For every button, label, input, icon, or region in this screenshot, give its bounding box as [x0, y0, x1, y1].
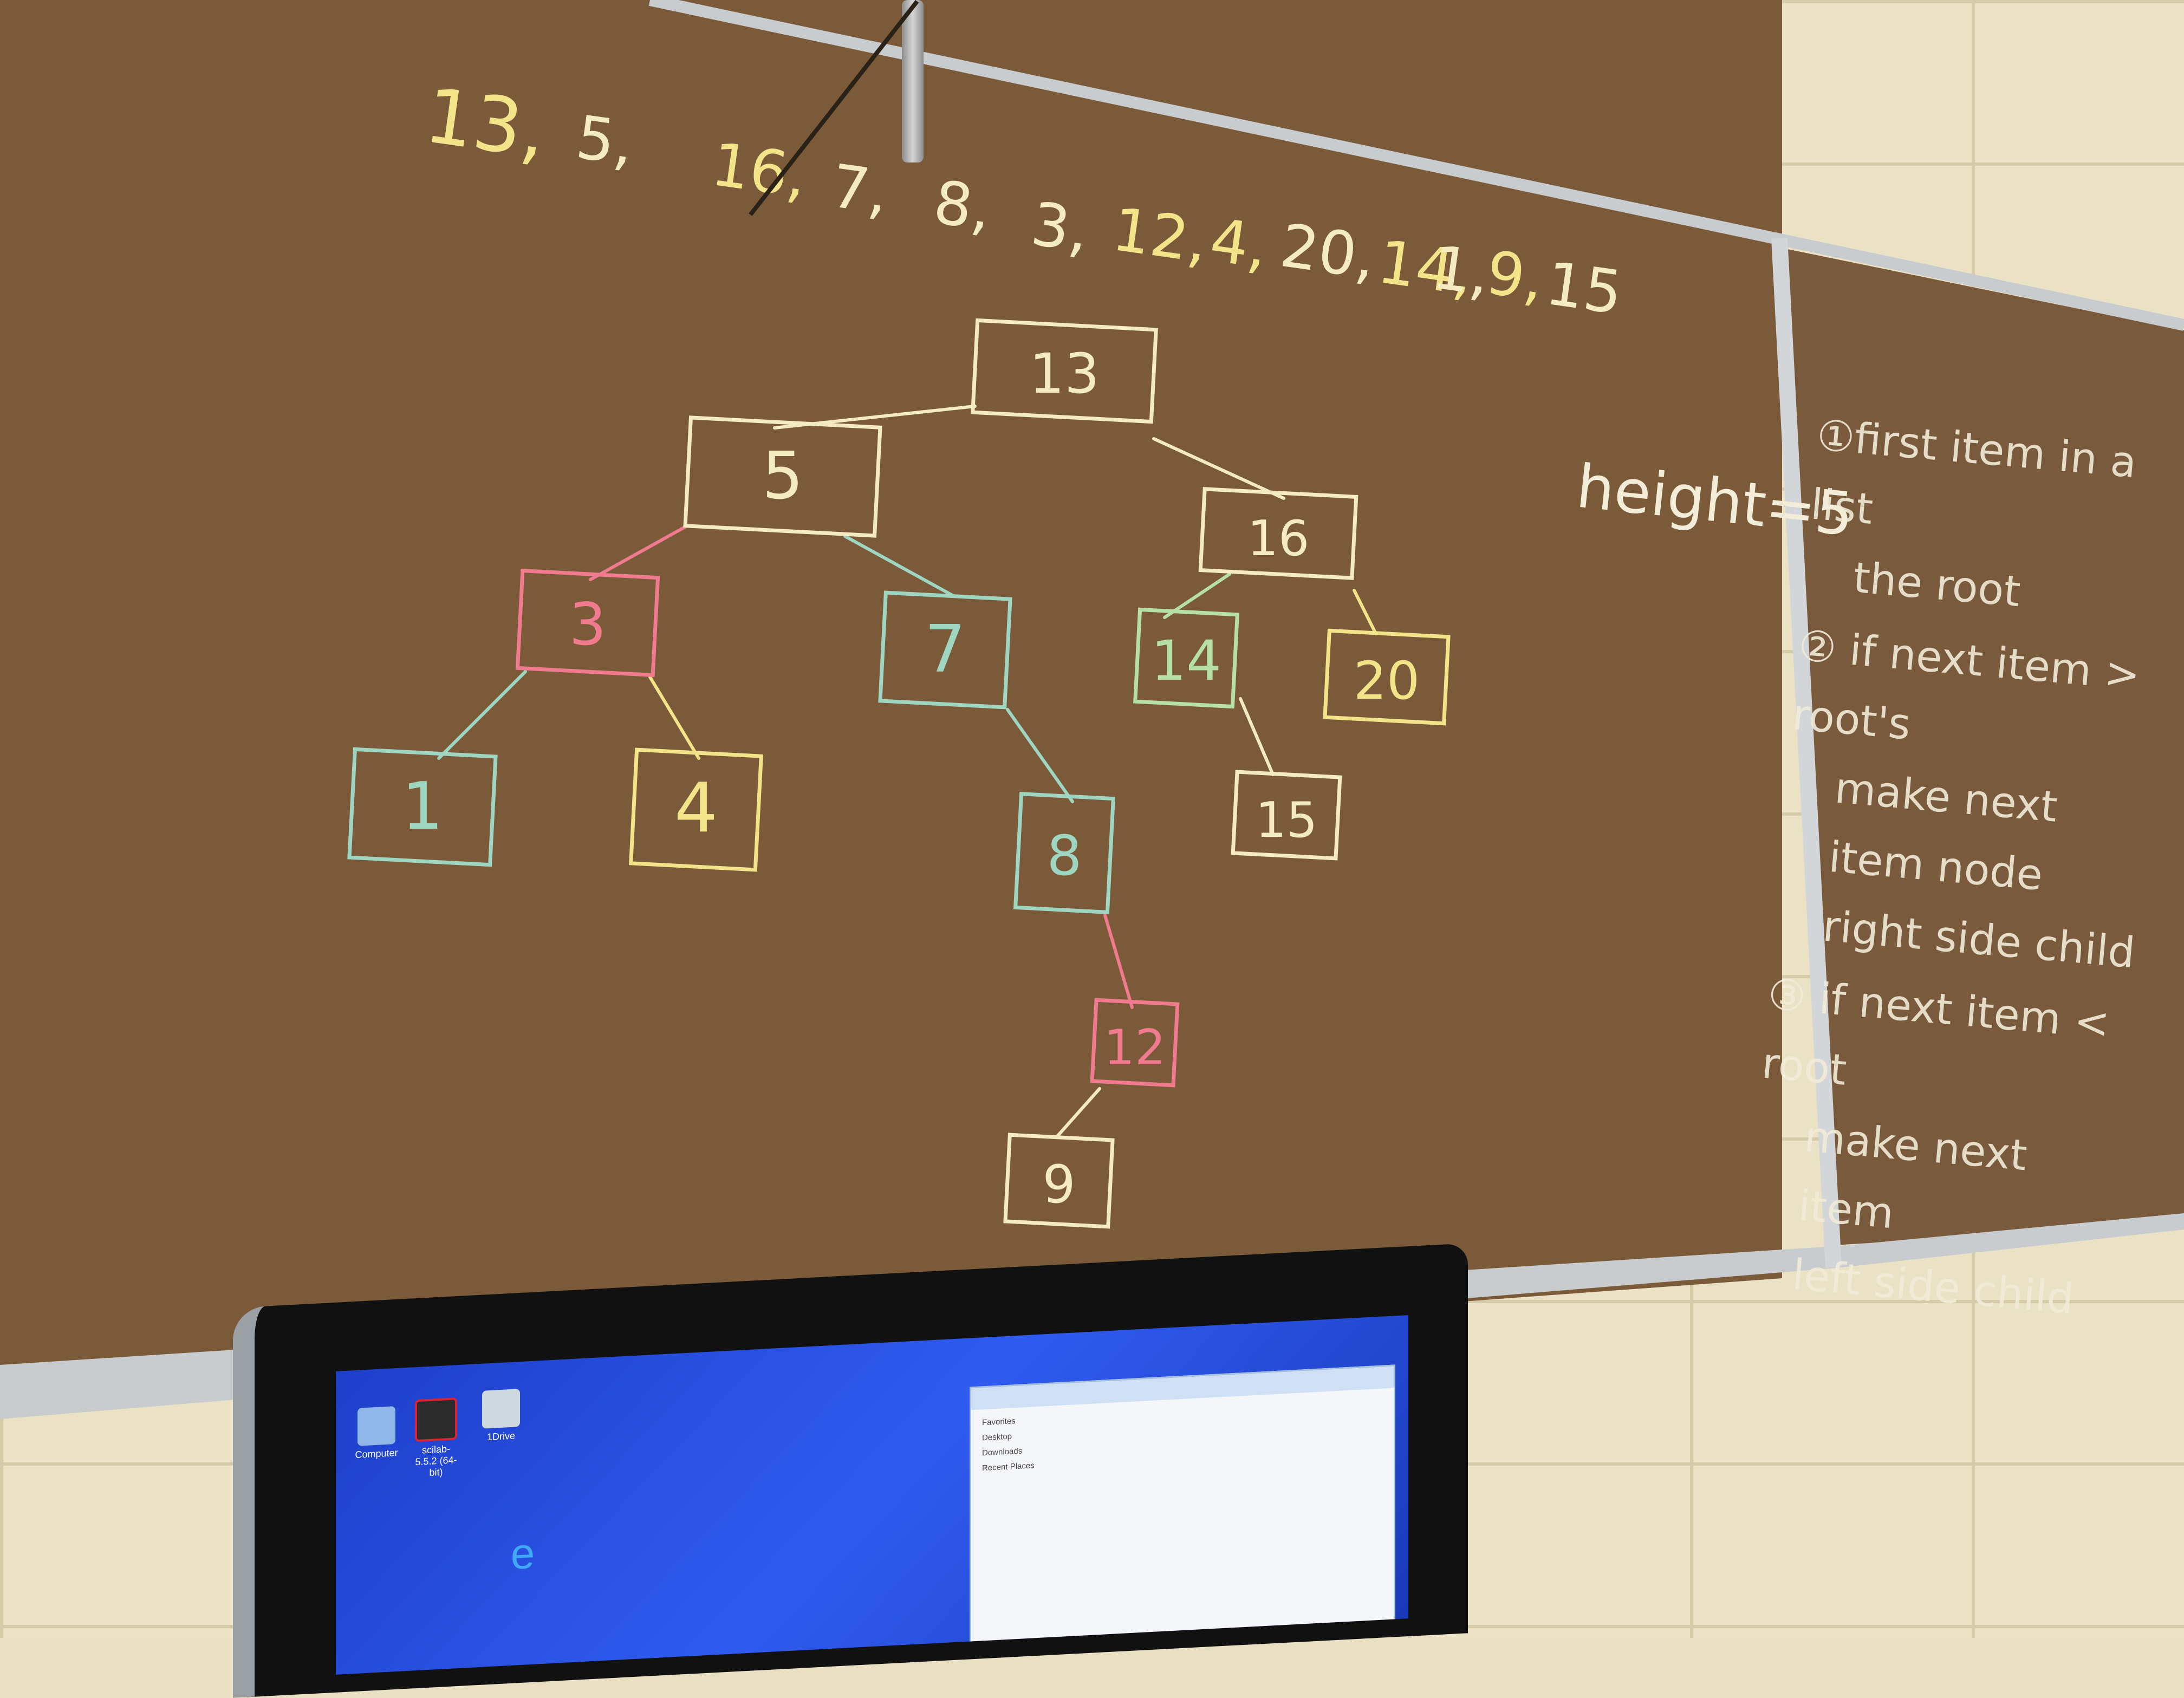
tree-node-label: 4 — [674, 768, 718, 848]
desktop-icon-label: Computer — [355, 1447, 398, 1461]
rule-2: ② if next item > root's make next item n… — [1771, 611, 2168, 989]
edge-16-20 — [1353, 589, 1377, 635]
tree-node-box — [628, 747, 764, 872]
internet-explorer-icon: e — [510, 1528, 535, 1578]
desktop-icon-drive[interactable]: 1Drive — [477, 1389, 525, 1444]
tree-node-box — [515, 568, 660, 678]
tree-node-label: 13 — [1029, 342, 1100, 406]
sequence-item: 20, — [1276, 211, 1380, 292]
sequence-item: 8, — [929, 167, 996, 244]
tree-node-box — [878, 590, 1012, 710]
map-hook — [902, 0, 924, 162]
chalkboard-right — [1787, 249, 2184, 1246]
desktop-icon-label: 1Drive — [486, 1430, 515, 1443]
tree-node-label: 7 — [925, 612, 966, 687]
sequence-item: 16, — [707, 129, 811, 211]
tree-node-label: 12 — [1104, 1019, 1166, 1076]
tree-node-box — [1013, 792, 1116, 914]
tree-node-label: 8 — [1047, 824, 1082, 888]
desktop-icon-scilab[interactable]: scilab-5.5.2 (64-bit) — [412, 1397, 460, 1480]
sequence-item: 4, — [1206, 205, 1272, 282]
rule-1: ①first item in a list the root — [1802, 401, 2184, 640]
board-divider — [1771, 238, 1842, 1268]
tree-node-label: 20 — [1354, 650, 1420, 711]
sequence-item: 15 — [1542, 249, 1626, 328]
sequence-item: 7, — [827, 151, 893, 227]
tree-node-label: 15 — [1256, 792, 1318, 849]
tree-node-box — [971, 318, 1158, 424]
tree-node-box — [347, 747, 498, 867]
sequence-item: 14, — [1374, 227, 1477, 309]
edge-8-12 — [1103, 914, 1134, 1009]
chalkboard-left — [0, 0, 1782, 1408]
edge-5-3 — [589, 524, 690, 581]
edge-3-1 — [437, 670, 527, 760]
tree-node-box — [683, 415, 882, 538]
tree-node-label: 5 — [762, 439, 803, 514]
tree-node-label: 16 — [1247, 510, 1310, 567]
tree-node-label: 9 — [1042, 1154, 1075, 1215]
edge-13-16 — [1152, 437, 1285, 500]
tree-node-box — [1133, 607, 1240, 709]
tree-node-box — [1003, 1133, 1115, 1229]
desktop-icon-ie[interactable]: e — [498, 1528, 547, 1578]
sequence-item: 9, — [1482, 238, 1548, 314]
sequence-item: 12, — [1108, 194, 1212, 276]
edge-7-8 — [1006, 708, 1074, 803]
tree-node-box — [1090, 998, 1180, 1088]
rule-3: ③ if next item < root make next item lef… — [1741, 960, 2138, 1337]
desktop-icon-computer[interactable]: Computer — [352, 1406, 401, 1461]
computer-icon — [358, 1406, 395, 1446]
tree-node-label: 1 — [402, 769, 443, 844]
desktop-icon-label: scilab-5.5.2 (64-bit) — [415, 1443, 457, 1478]
sequence-layer: 13, 5, 16,7, 8, 3,12,4,20,14,1,9,15 — [420, 71, 1626, 328]
edge-12-9 — [1055, 1087, 1101, 1139]
monitor-screen: Computer scilab-5.5.2 (64-bit) 1Drive e … — [336, 1315, 1408, 1675]
tree-node-box — [1231, 770, 1342, 861]
tree-node-box — [1323, 628, 1451, 726]
tree-node-box — [1198, 487, 1358, 580]
sequence-item: 3, — [1027, 189, 1093, 265]
sequence-item: 13, — [420, 71, 551, 175]
rules-list: ①first item in a list the root ② if next… — [1740, 401, 2184, 1341]
drive-icon — [482, 1389, 520, 1429]
scilab-icon — [415, 1397, 457, 1442]
edge-14-15 — [1239, 697, 1275, 776]
edge-5-7 — [843, 535, 955, 597]
sequence-item: 1, — [1428, 232, 1494, 309]
edge-3-4 — [648, 675, 700, 760]
tree-node-label: 3 — [569, 591, 607, 659]
sequence-item: 5, — [572, 102, 638, 179]
tree-node-label: 14 — [1151, 629, 1221, 693]
